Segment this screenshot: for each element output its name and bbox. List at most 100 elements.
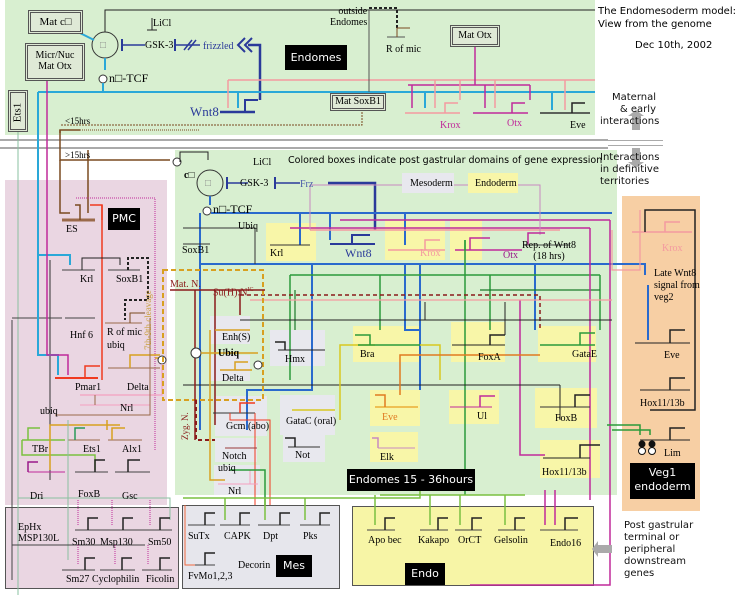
ephx-msp130l-label: EpHx MSP130L [18,522,59,544]
licl-label-2: LiCl [253,157,272,168]
ubiq-notch-label: Ubiq [218,348,240,359]
mes-badge: Mes [276,555,312,577]
pmc-gene-hnf6[interactable]: Hnf 6 [70,330,94,341]
pmc-gene-krl[interactable]: Krl [80,274,94,285]
micr-nuc-mat-otx-box[interactable]: Micr/Nuc Mat Otx [25,43,85,81]
legend-endoderm [468,173,518,193]
gene-orct[interactable]: OrCT [458,535,482,546]
endoderm-box-gatae [538,326,596,362]
gene-cyclophilin[interactable]: Cyclophilin [92,574,140,585]
gene-foxa[interactable]: FoxA [478,352,501,363]
pmc-gene-dri[interactable]: Dri [30,491,44,502]
krox-label-2: Krox [420,248,441,259]
endomes-badge: Endomes [285,45,347,70]
gene-not[interactable]: Not [295,450,310,461]
rep-wnt8-label: Rep. of Wnt8 (18 hrs) [522,240,576,262]
mat-c-box[interactable]: Mat c□ [28,10,83,34]
suh-sup: IC [247,287,254,293]
pmc-gene-delta[interactable]: Delta [127,382,149,393]
gt15hrs-label: >15hrs [65,150,91,160]
gene-dpt[interactable]: Dpt [263,531,278,542]
endoderm-box-krl [266,223,316,261]
gene-sutx[interactable]: SuTx [188,531,210,542]
gene-gelsolin[interactable]: Gelsolin [494,535,528,546]
beta-catenin-symbol: □ [100,40,107,51]
title-line-1: The Endomesoderm model: [598,6,735,17]
note-line: & early [619,104,656,115]
gcm-label[interactable]: Gcm (abo) [226,421,270,432]
label-line: Late Wnt8 [654,268,697,279]
gene-sm50[interactable]: Sm50 [148,537,172,548]
note-line: Post gastrular [624,520,694,531]
gene-capk[interactable]: CAPK [224,531,251,542]
gene-gatac[interactable]: GataC (oral) [286,416,337,427]
pmc-gene-ubiq: ubiq [107,340,125,351]
mat-otx-box[interactable]: Mat Otx [450,25,500,47]
gene-apo-bec[interactable]: Apo bec [368,535,402,546]
ntcf-label: n□-TCF [109,71,149,85]
veg1-hox11-13b[interactable]: Hox11/13b [640,398,685,409]
diagram-date: Dec 10th, 2002 [635,40,713,51]
gene-fvmo[interactable]: FvMo1,2,3 [188,571,233,582]
gene-kakapo[interactable]: Kakapo [418,535,450,546]
mat-n-label: Mat. N. [170,279,201,290]
pmc-gene-tbr[interactable]: TBr [32,444,49,455]
gene-ficolin[interactable]: Ficolin [146,574,175,585]
legend-caption: Colored boxes indicate post gastrular do… [288,155,603,166]
gene-gatae[interactable]: GataE [572,349,597,360]
gene-foxb[interactable]: FoxB [555,413,578,424]
delta-label[interactable]: Delta [222,373,244,384]
veg1-krox[interactable]: Krox [662,243,683,254]
endoderm-box-eve [370,390,420,426]
gene-endo16[interactable]: Endo16 [550,538,582,549]
pmc-gene-gsc[interactable]: Gsc [122,491,138,502]
pmc-gene-ets1[interactable]: Ets1 [83,444,101,455]
note-line: terminal or [624,532,680,543]
enh-s-label[interactable]: Enh(S) [222,332,251,343]
label-line: Rep. of Wnt8 [522,240,576,251]
notch-label[interactable]: Notch [222,451,247,462]
nrl-label[interactable]: Nrl [228,486,242,497]
note-line: downstream [624,556,687,567]
pmc-gene-nrl[interactable]: Nrl [120,403,134,414]
gene-sm30[interactable]: Sm30 [72,537,96,548]
gene-decorin[interactable]: Decorin [238,560,271,571]
ntcf-label-2: n□-TCF [213,202,253,216]
licl-label: LiCl [153,18,172,29]
gene-hmx[interactable]: Hmx [285,354,305,365]
veg1-eve[interactable]: Eve [664,350,680,361]
gene-pks[interactable]: Pks [303,531,318,542]
gene-bra[interactable]: Bra [360,349,375,360]
note-line: interactions [600,116,660,127]
gene-ul[interactable]: Ul [477,411,487,422]
outside-endomes-label: outside Endomes [330,6,367,28]
gene-sm27[interactable]: Sm27 [66,574,90,585]
veg1-region [622,196,700,511]
legend-mesoderm-label: Mesoderm [410,178,453,189]
box-line: Mat Otx [38,61,72,72]
gene-eve[interactable]: Eve [382,412,398,423]
zyg-n-label: Zyg. N. [180,412,190,440]
gene-elk[interactable]: Elk [380,452,394,463]
gene-msp130[interactable]: Msp130 [100,537,133,548]
gene-hox11-13b[interactable]: Hox11/13b [542,467,587,478]
label-line: veg2 [654,292,674,303]
mat-soxb1-box[interactable]: Mat SoxB1 [330,93,386,111]
endo-badge: Endo [405,563,445,585]
pmc-gene-pmar1[interactable]: Pmar1 [75,382,102,393]
label-line: EpHx [18,522,42,533]
pmc-gene-foxb[interactable]: FoxB [78,489,101,500]
pmc-gene-r-of-mic[interactable]: R of mic [107,327,142,338]
wnt8-label-2: Wnt8 [345,246,372,260]
note-line: Interactions [600,152,660,163]
otx-label: Otx [507,118,522,129]
soxb1-label: SoxB1 [182,245,210,256]
otx-label-2: Otx [503,250,518,261]
veg1-lim[interactable]: Lim [664,448,681,459]
pmc-gene-alx1[interactable]: Alx1 [122,444,142,455]
note-line: genes [624,568,655,579]
pmc-gene-soxb1[interactable]: SoxB1 [116,274,144,285]
ets1-box[interactable]: Ets1 [8,90,28,132]
pmc-gene-es[interactable]: ES [66,224,78,235]
label-line: outside [338,6,368,17]
